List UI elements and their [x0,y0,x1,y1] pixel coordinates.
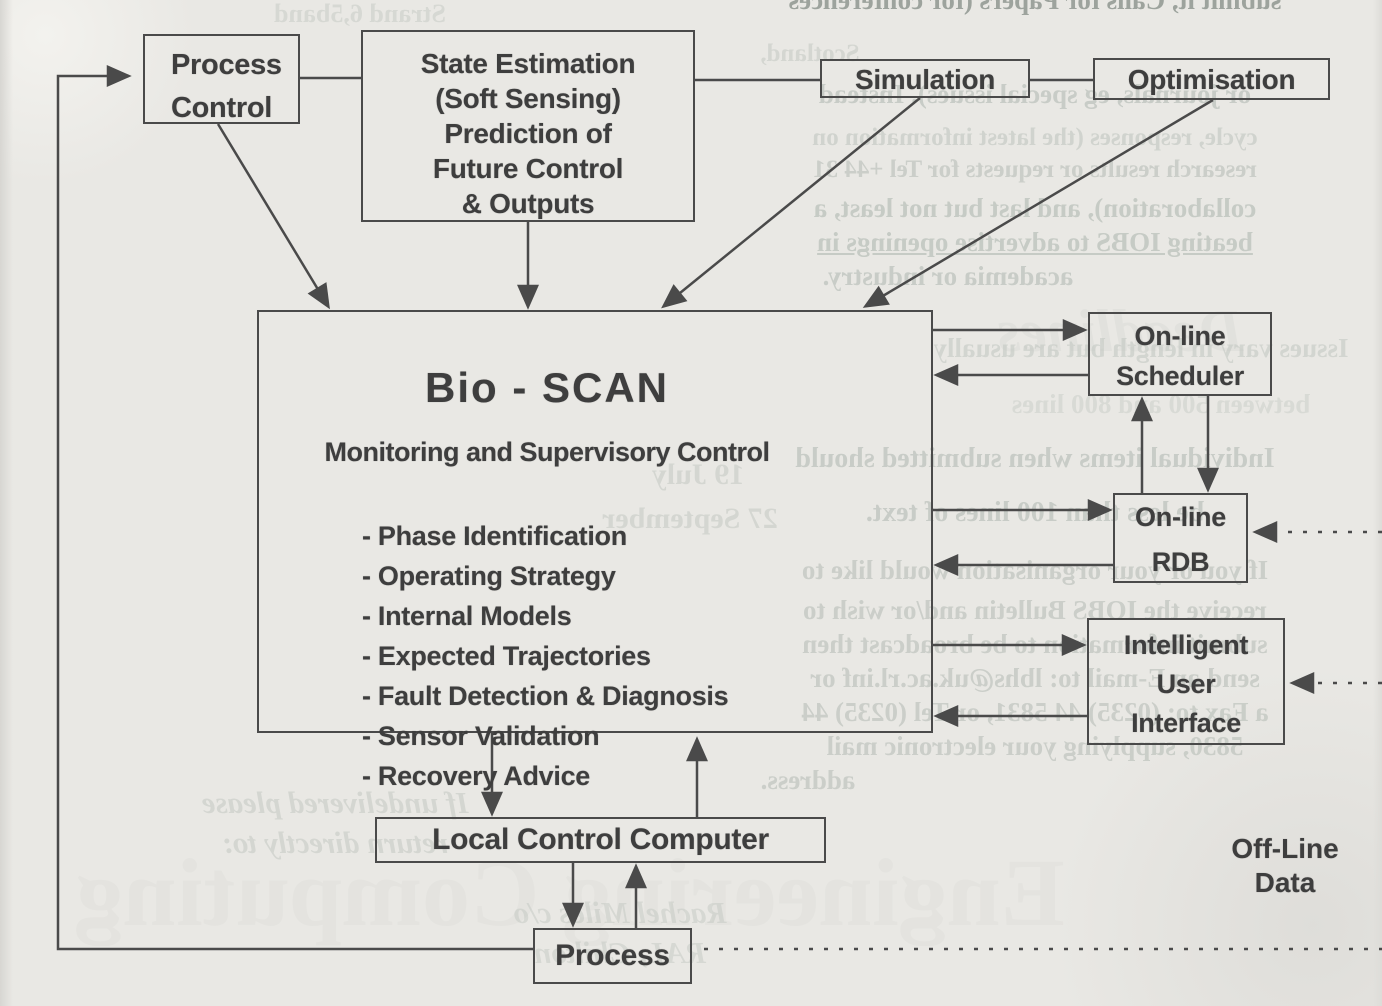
local-control-computer-box: Local Control Computer [375,817,826,863]
bioscan-bullet: - Expected Trajectories [362,641,651,671]
bioscan-content: Bio - SCAN Monitoring and Supervisory Co… [259,340,835,814]
bioscan-subtitle: Monitoring and Supervisory Control [324,437,770,467]
optimisation-box: Optimisation [1093,58,1330,100]
edge-optimisation-to-bioscan [862,98,1214,308]
state-estimation-box: State Estimation (Soft Sensing) Predicti… [361,30,695,222]
bioscan-bullet: - Phase Identification [362,521,627,551]
process-control-box: Process Control [143,34,300,124]
edge-process-feedback-to-process-control [56,65,533,951]
edge-process-control-to-bioscan [216,123,330,310]
bioscan-bullet-list: - Phase Identification - Operating Strate… [362,516,835,796]
bioscan-box: Bio - SCAN Monitoring and Supervisory Co… [257,310,933,791]
bioscan-bullet: - Internal Models [362,601,572,631]
bioscan-title: Bio - SCAN [425,364,669,411]
intelligent-user-interface-box: Intelligent User Interface [1087,618,1285,745]
online-scheduler-box: On-line Scheduler [1088,312,1272,396]
edge-simulation-to-bioscan [661,97,921,309]
process-box: Process [533,928,692,984]
online-rdb-box: On-line RDB [1113,493,1248,583]
bioscan-bullet: - Recovery Advice [362,761,591,791]
bioscan-bullet: - Fault Detection & Diagnosis [362,681,729,711]
offline-data-label: Off-Line Data [1231,833,1339,898]
bioscan-bullet: - Sensor Validation [362,721,600,751]
simulation-box: Simulation [820,59,1030,98]
bioscan-bullet: - Operating Strategy [362,561,616,591]
